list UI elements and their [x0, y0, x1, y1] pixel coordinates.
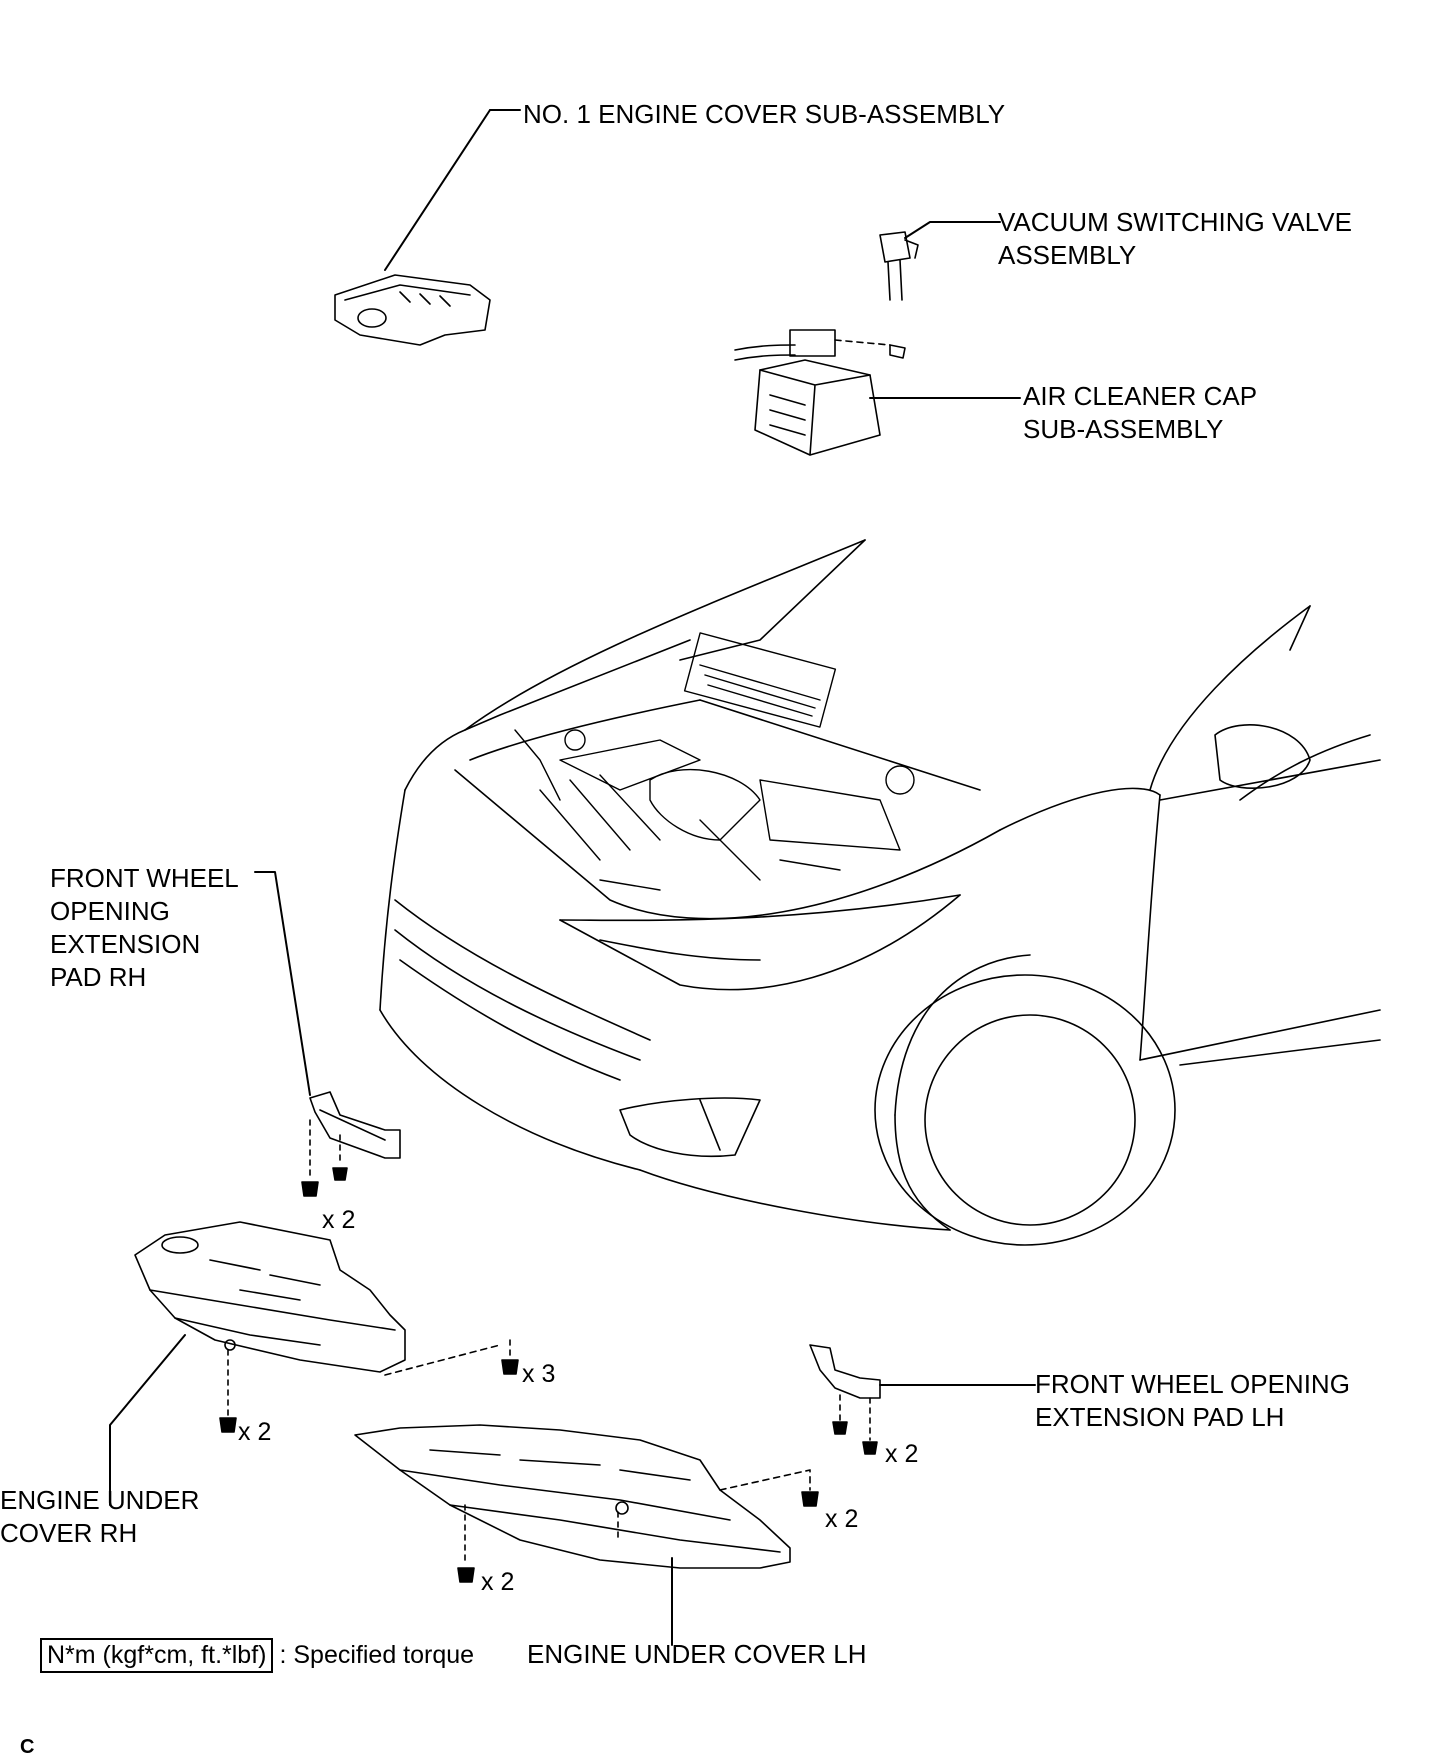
pad-rh-part — [309, 1091, 401, 1159]
vsv-leader — [904, 221, 1001, 239]
pad-rh-label-line3: EXTENSION — [50, 929, 201, 959]
under-cover-rh-label-line1: ENGINE UNDER — [0, 1485, 200, 1515]
engine-cover-part — [334, 274, 491, 346]
engine-bay-details — [514, 632, 915, 891]
vehicle-front-outline — [379, 539, 1381, 1246]
under-cover-lh-part — [354, 1424, 791, 1569]
vsv-part — [879, 231, 919, 301]
pad-lh-label-line1: FRONT WHEEL OPENING — [1035, 1369, 1350, 1399]
torque-legend: N*m (kgf*cm, ft.*lbf) : Specified torque — [40, 1638, 474, 1673]
under-cover-rh-part — [134, 1221, 406, 1373]
pad-rh-label-line4: PAD RH — [50, 962, 147, 992]
air-cleaner-cap-part — [734, 329, 906, 456]
vsv-label-line2: ASSEMBLY — [998, 240, 1137, 270]
center-bolt-qty: x 3 — [522, 1360, 556, 1388]
under-cover-rh-bolt-qty: x 2 — [238, 1418, 272, 1446]
air-cleaner-label-line1: AIR CLEANER CAP — [1023, 381, 1258, 411]
under-cover-rh-leader — [109, 1334, 186, 1506]
pad-lh-part — [809, 1344, 881, 1399]
air-cleaner-label-line2: SUB-ASSEMBLY — [1023, 414, 1224, 444]
pad-rh-label-line1: FRONT WHEEL — [50, 863, 239, 893]
pad-rh-leader — [254, 871, 311, 1096]
pad-lh-bolt-qty: x 2 — [885, 1440, 919, 1468]
engine-cover-leader — [384, 109, 491, 271]
under-cover-lh-right-bolt-qty: x 2 — [825, 1505, 859, 1533]
under-cover-lh-label: ENGINE UNDER COVER LH — [527, 1639, 867, 1669]
pad-rh-bolt-qty: x 2 — [322, 1206, 356, 1234]
torque-legend-text: : Specified torque — [279, 1641, 475, 1669]
vsv-label-line1: VACUUM SWITCHING VALVE — [998, 207, 1352, 237]
pad-rh-label-line2: OPENING — [50, 896, 170, 926]
pad-lh-label-line2: EXTENSION PAD LH — [1035, 1402, 1285, 1432]
pad-rh-bolts — [301, 1167, 348, 1197]
engine-cover-label: NO. 1 ENGINE COVER SUB-ASSEMBLY — [523, 99, 1006, 129]
under-cover-lh-left-bolt-qty: x 2 — [481, 1568, 515, 1596]
figure-code: C — [20, 1736, 35, 1758]
under-cover-rh-label-line2: COVER RH — [0, 1518, 138, 1548]
torque-unit-box: N*m (kgf*cm, ft.*lbf) — [40, 1638, 274, 1673]
